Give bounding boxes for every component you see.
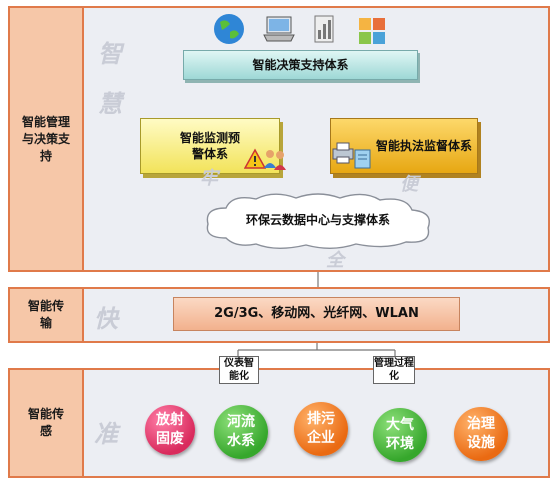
watermark-bian: 便: [400, 174, 418, 195]
watermark-quan: 全: [326, 250, 344, 271]
watermark-kuai: 快: [94, 304, 118, 333]
people-icon: [264, 150, 286, 170]
grid-icon: [359, 18, 385, 44]
sensing-layer-label: 智能传感: [10, 370, 84, 476]
watermark-zhi: 智: [98, 39, 122, 68]
instrument-hub-box: 仪表智能化: [219, 356, 259, 384]
watermark-zhun: 准: [94, 419, 118, 448]
management-hub-box: 管理过程化: [373, 356, 415, 384]
decision-layer-label: 智能管理与决策支持: [10, 8, 84, 270]
node-radiation-waste: 放射固废: [145, 405, 195, 455]
watermark-hui: 慧: [98, 89, 122, 118]
node-treatment-facility: 治理设施: [454, 407, 508, 461]
node-atmosphere: 大气环境: [373, 408, 427, 462]
laptop-icon: [263, 16, 295, 42]
chart-icon: [314, 15, 334, 43]
transmission-layer-label: 智能传输: [10, 289, 84, 341]
cloud-shape: [206, 193, 430, 249]
globe-icon: [214, 14, 244, 44]
watermark-lao: 牢: [200, 168, 218, 189]
decision-support-box: 智能决策支持体系: [183, 50, 418, 80]
document-icon: [354, 149, 371, 169]
network-box: 2G/3G、移动网、光纤网、WLAN: [173, 297, 460, 331]
cloud-data-center-label: 环保云数据中心与支撑体系: [245, 213, 390, 227]
node-river-water: 河流水系: [214, 405, 268, 459]
warning-icon: [244, 148, 266, 169]
printer-icon: [332, 142, 354, 164]
node-pollutant-enterprise: 排污企业: [294, 402, 348, 456]
